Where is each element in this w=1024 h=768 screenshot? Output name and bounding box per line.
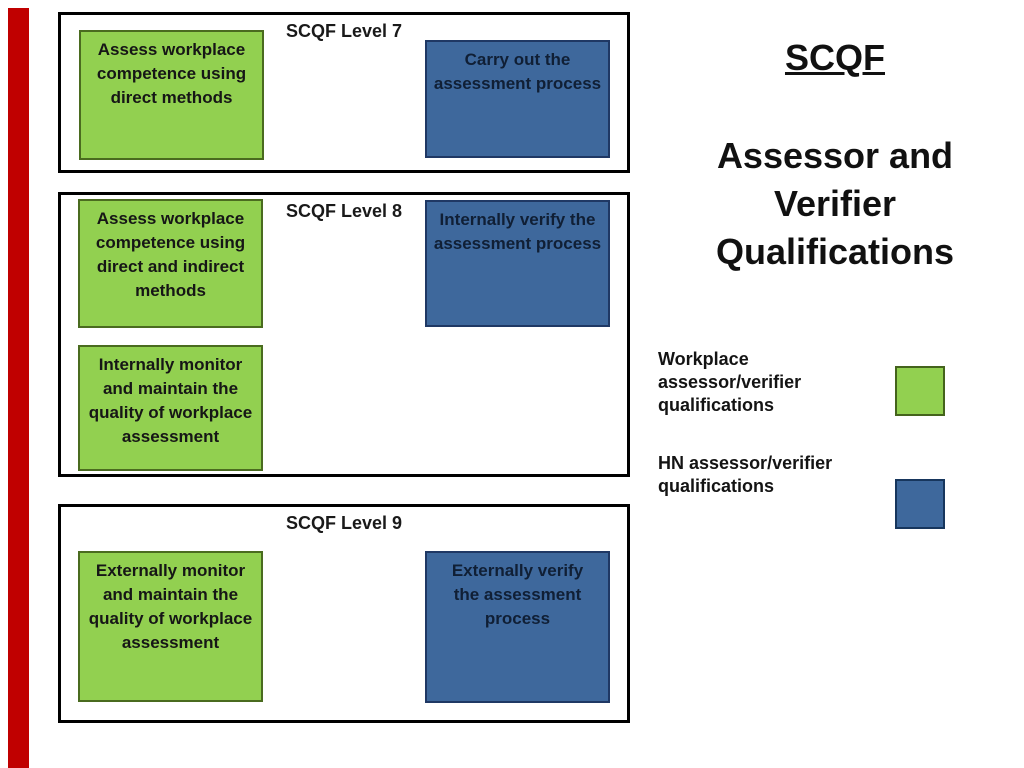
legend-item-hn: HN assessor/verifier qualifications [658, 452, 968, 547]
title-heading: SCQF [784, 37, 885, 78]
workplace-qualification-box: Internally monitor and maintain the qual… [78, 345, 263, 471]
legend-label-hn: HN assessor/verifier qualifications [658, 453, 833, 496]
workplace-color-swatch-icon [895, 366, 945, 416]
workplace-qualification-box: Assess workplace competence using direct… [78, 199, 263, 328]
red-accent-bar [8, 8, 29, 768]
hn-qualification-box: Internally verify the assessment process [425, 200, 610, 327]
legend-label-workplace: Workplace assessor/verifier qualificatio… [658, 349, 802, 415]
scqf-level-7-group: SCQF Level 7 Assess workplace competence… [58, 12, 630, 173]
scqf-level-9-group: SCQF Level 9 Externally monitor and main… [58, 504, 630, 723]
level-8-label: SCQF Level 8 [285, 201, 403, 221]
hn-color-swatch-icon [895, 479, 945, 529]
workplace-qualification-box: Externally monitor and maintain the qual… [78, 551, 263, 702]
level-7-label: SCQF Level 7 [285, 21, 403, 41]
level-9-label: SCQF Level 9 [285, 513, 403, 533]
hn-qualification-box: Externally verify the assessment process [425, 551, 610, 703]
legend-item-workplace: Workplace assessor/verifier qualificatio… [658, 348, 968, 443]
workplace-qualification-box: Assess workplace competence using direct… [79, 30, 264, 160]
title-subtitle: Assessor and Verifier Qualifications [715, 135, 955, 272]
slide-title: SCQF Assessor and Verifier Qualification… [685, 38, 985, 276]
hn-qualification-box: Carry out the assessment process [425, 40, 610, 158]
scqf-level-8-group: SCQF Level 8 Assess workplace competence… [58, 192, 630, 477]
